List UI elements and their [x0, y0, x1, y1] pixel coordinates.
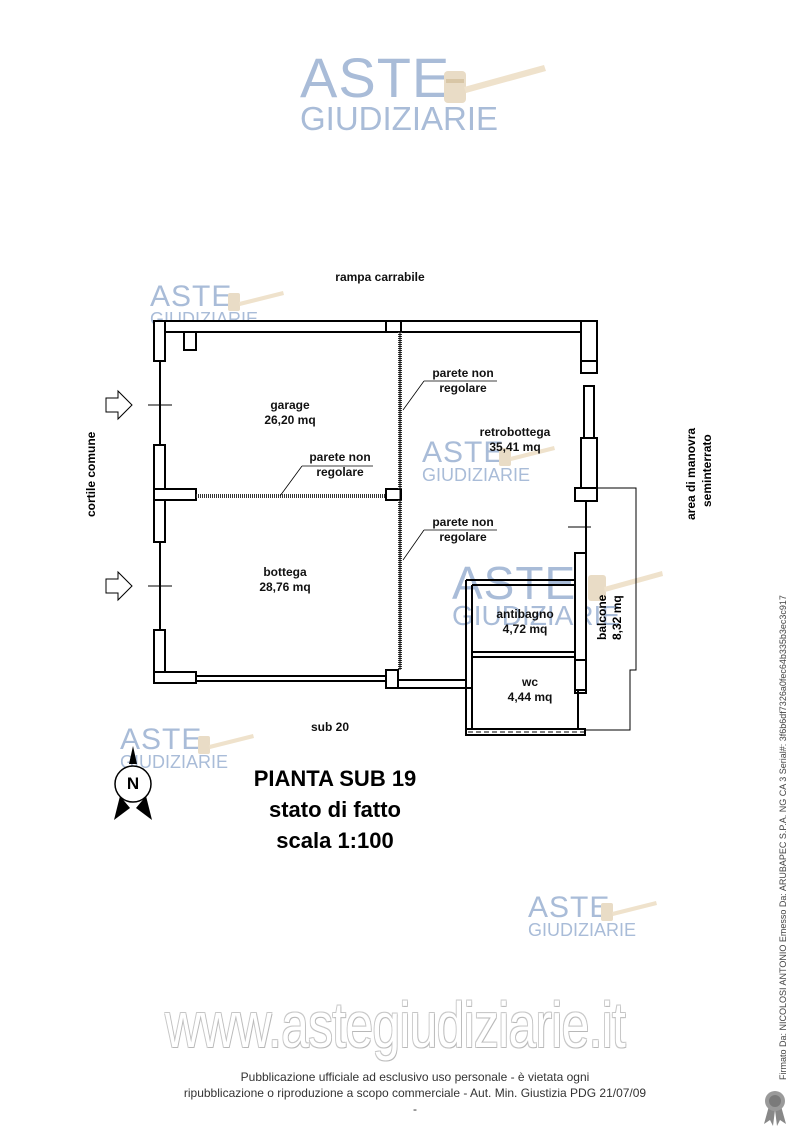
- room-garage: garage 26,20 mq: [264, 398, 316, 427]
- gavel-icon: [444, 65, 546, 103]
- room-bottega: bottega 28,76 mq: [259, 565, 311, 594]
- label-area-manovra: area di manovra: [684, 427, 698, 520]
- label-cortile-comune: cortile comune: [84, 431, 98, 517]
- gavel-icon: [588, 571, 663, 601]
- gavel-icon: [198, 734, 254, 754]
- gavel-icon: [228, 291, 284, 311]
- note-parete-non-regolare: parete non regolare: [432, 366, 494, 395]
- title-line2: stato di fatto: [269, 797, 401, 822]
- site-watermark: www.astegiudiziarie.it: [165, 989, 626, 1061]
- gavel-icon: [601, 901, 657, 921]
- entry-arrow-icon: [105, 389, 133, 602]
- note-parete-non-regolare: parete non regolare: [432, 515, 494, 544]
- room-wc: wc 4,44 mq: [507, 675, 553, 704]
- north-compass-icon: [114, 746, 152, 820]
- label-rampa-carrabile: rampa carrabile: [335, 270, 425, 284]
- room-balcone-area: 8,32 mq: [610, 595, 624, 640]
- footer-disclaimer: Pubblicazione ufficiale ad esclusivo uso…: [183, 1070, 647, 1116]
- watermark-logo-top: ASTE GIUDIZIARIE: [300, 46, 499, 137]
- watermark-logo-plan-center: ASTE GIUDIZIARIE: [422, 436, 531, 485]
- room-balcone-name: balcone: [595, 594, 609, 640]
- room-antibagno: antibagno 4,72 mq: [496, 607, 554, 636]
- compass-letter: N: [126, 774, 140, 793]
- room-retrobottega: retrobottega 35,41 mq: [479, 425, 551, 454]
- label-sub-20: sub 20: [310, 720, 349, 734]
- digital-signature-text: Firmato Da: NICOLOSI ANTONIO Emesso Da: …: [778, 595, 788, 1080]
- watermark-logo-bottomright: ASTE GIUDIZIARIE: [528, 891, 637, 940]
- plan-title: PIANTA SUB 19 stato di fatto scala 1:100: [220, 763, 450, 856]
- gavel-icon: [499, 446, 555, 466]
- watermark-giudiziarie: GIUDIZIARIE: [300, 100, 499, 137]
- title-line1: PIANTA SUB 19: [253, 766, 417, 791]
- certification-seal-icon: [764, 1091, 786, 1126]
- note-parete-non-regolare: parete non regolare: [309, 450, 371, 479]
- title-line3: scala 1:100: [276, 828, 394, 853]
- label-seminterrato: seminterrato: [700, 434, 714, 507]
- watermark-aste: ASTE: [300, 46, 451, 109]
